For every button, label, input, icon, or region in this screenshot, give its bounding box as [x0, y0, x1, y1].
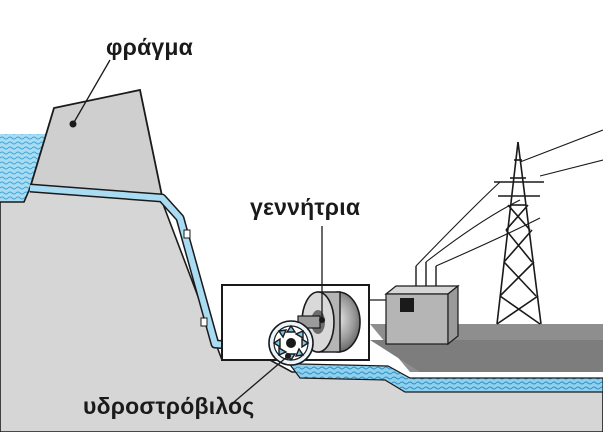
dam-label: φράγμα	[106, 34, 194, 60]
transmission-tower	[494, 141, 544, 325]
transformer	[384, 262, 460, 346]
pipe-support	[183, 229, 191, 239]
tailrace-water	[286, 361, 603, 393]
dam	[28, 88, 164, 197]
turbine-pointer-dot	[285, 353, 291, 359]
turbine	[268, 320, 314, 366]
turbine-pointer	[233, 355, 289, 403]
turbine-label: υδροστρόβιλος	[83, 393, 255, 419]
generator-pointer-dot	[319, 317, 325, 323]
plain-near	[370, 340, 603, 372]
dam-pointer	[72, 59, 111, 125]
generator-label: γεννήτρια	[250, 194, 361, 220]
pipe-support	[200, 317, 208, 327]
power-lines	[415, 129, 603, 267]
